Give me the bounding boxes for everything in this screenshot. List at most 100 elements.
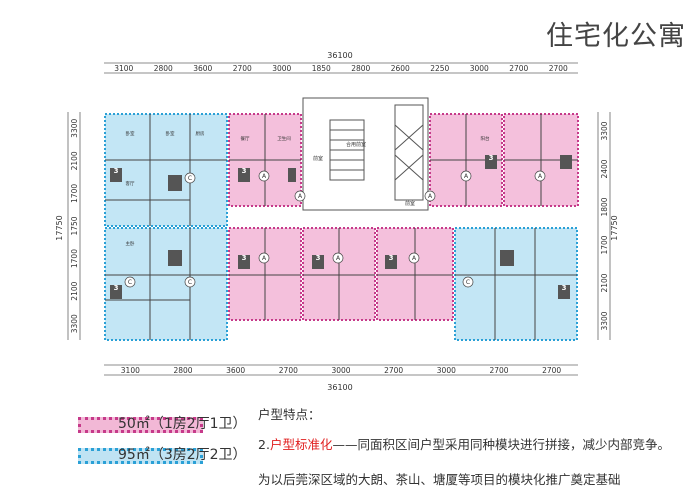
blue-unit-left-top (104, 113, 228, 227)
unit-marker: A (294, 190, 306, 202)
top-dim-label: 2600 (391, 64, 410, 73)
unit-marker: C (124, 276, 136, 288)
blue-unit-right-bottom (454, 227, 578, 341)
unit-marker-circle (184, 276, 196, 288)
top-dim-label: 2250 (430, 64, 449, 73)
unit-marker: C (184, 276, 196, 288)
bottom-dimension-chain (104, 364, 578, 376)
unit-marker: A (332, 252, 344, 264)
bottom-dim-label: 2700 (279, 366, 298, 375)
unit-marker-label: A (336, 255, 341, 262)
room-labels: 厨房卧室卧室客厅主卧餐厅卫生间阳台 (126, 130, 490, 247)
top-dim-label: 2800 (154, 64, 173, 73)
core-label: 前室 (313, 155, 323, 162)
unit-marker: A (534, 170, 546, 182)
unit-marker: A (460, 170, 472, 182)
right-dim-label: 3300 (600, 311, 609, 330)
notes-line-2-highlight: 户型标准化 (269, 437, 333, 452)
interior-walls (105, 114, 578, 340)
right-dim-label: 1800 (600, 197, 609, 216)
left-dim-label: 2100 (70, 151, 79, 170)
unit-marker-label: A (538, 173, 543, 180)
top-dimension-chain (104, 62, 578, 74)
unit-marker: C (184, 172, 196, 184)
right-total-dim: 17750 (610, 215, 619, 240)
top-dim-label: 2800 (351, 64, 370, 73)
unit-marker: C (462, 276, 474, 288)
bottom-dim-label: 3600 (226, 366, 245, 375)
unit-marker-circle (332, 252, 344, 264)
unit-marker-label: A (298, 193, 303, 200)
room-label: 卫生间 (277, 135, 291, 142)
left-dim-label: 1700 (70, 249, 79, 268)
left-dim-label: 1750 (70, 216, 79, 235)
unit-number: 3 (242, 254, 247, 262)
legend-label-pink: 50㎡（1房2厅1卫） (118, 416, 247, 432)
unit-number: 3 (114, 167, 119, 175)
top-dim-label: 2700 (549, 64, 568, 73)
bottom-dim-label: 2800 (173, 366, 192, 375)
top-total-dim: 36100 (327, 51, 352, 60)
bottom-total-dim: 36100 (327, 383, 352, 392)
unit-number: 3 (114, 284, 119, 292)
bathroom-blocks (110, 155, 572, 299)
top-dim-label: 2700 (509, 64, 528, 73)
unit-marker-circle (124, 276, 136, 288)
unit-number: 3 (316, 254, 321, 262)
right-dim-label: 2100 (600, 273, 609, 292)
unit-marker-label: C (188, 175, 192, 182)
unit-marker: A (258, 170, 270, 182)
left-dim-label: 3300 (70, 119, 79, 138)
page-title: 住宅化公寓 (546, 21, 686, 52)
unit-number: 3 (562, 284, 567, 292)
unit-marker-circle (258, 252, 270, 264)
core-area (302, 97, 429, 211)
unit-marker-label: C (188, 279, 192, 286)
unit-marker-label: A (464, 173, 469, 180)
legend-swatch-blue (78, 448, 203, 464)
unit-marker: A (408, 252, 420, 264)
notes-heading: 户型特点： (258, 407, 321, 422)
top-dim-label: 1850 (312, 64, 331, 73)
unit-marker-label: C (466, 279, 470, 286)
unit-number: 3 (242, 167, 247, 175)
bottom-dim-label: 3000 (331, 366, 350, 375)
unit-marker-label: A (412, 255, 417, 262)
right-dim-label: 1700 (600, 235, 609, 254)
room-label: 阳台 (481, 135, 490, 142)
room-label: 卧室 (126, 130, 135, 137)
top-dim-label: 3600 (193, 64, 212, 73)
unit-marker-label: A (262, 173, 267, 180)
notes-line-2: 2.户型标准化——同面积区间户型采用同种模块进行拼接，减少内部竞争。 (258, 434, 670, 453)
notes-line-3: 为以后莞深区域的大朗、茶山、塘厦等项目的模块化推广奠定基础 (258, 472, 621, 487)
core-label: 前室 (405, 200, 415, 207)
unit-marker-label: C (128, 279, 132, 286)
blue-unit-left-bottom (104, 227, 228, 341)
room-label: 餐厅 (241, 135, 250, 142)
left-total-dim: 17750 (55, 215, 64, 240)
left-dim-label: 2100 (70, 281, 79, 300)
bottom-dim-label: 2700 (542, 366, 561, 375)
bottom-dim-label: 3100 (121, 366, 140, 375)
unit-marker-circle (184, 172, 196, 184)
top-dim-label: 3000 (470, 64, 489, 73)
unit-marker: A (424, 190, 436, 202)
unit-marker-label: A (428, 193, 433, 200)
unit-marker-circle (460, 170, 472, 182)
unit-marker-circle (408, 252, 420, 264)
room-label: 卧室 (166, 130, 175, 137)
unit-marker-circle (462, 276, 474, 288)
top-dim-label: 3000 (272, 64, 291, 73)
top-dim-label: 2700 (233, 64, 252, 73)
unit-marker: A (258, 252, 270, 264)
legend-label-blue: 95㎡（3房2厅2卫） (118, 447, 247, 463)
unit-markers: A A A A A A A A C C C C (124, 170, 546, 288)
left-dimension-chain (67, 112, 81, 340)
core-label: 合用前室 (346, 141, 366, 148)
floor-plan: 36100 3100 2800 3600 2700 3000 1850 2800 2600 22… (55, 51, 619, 392)
